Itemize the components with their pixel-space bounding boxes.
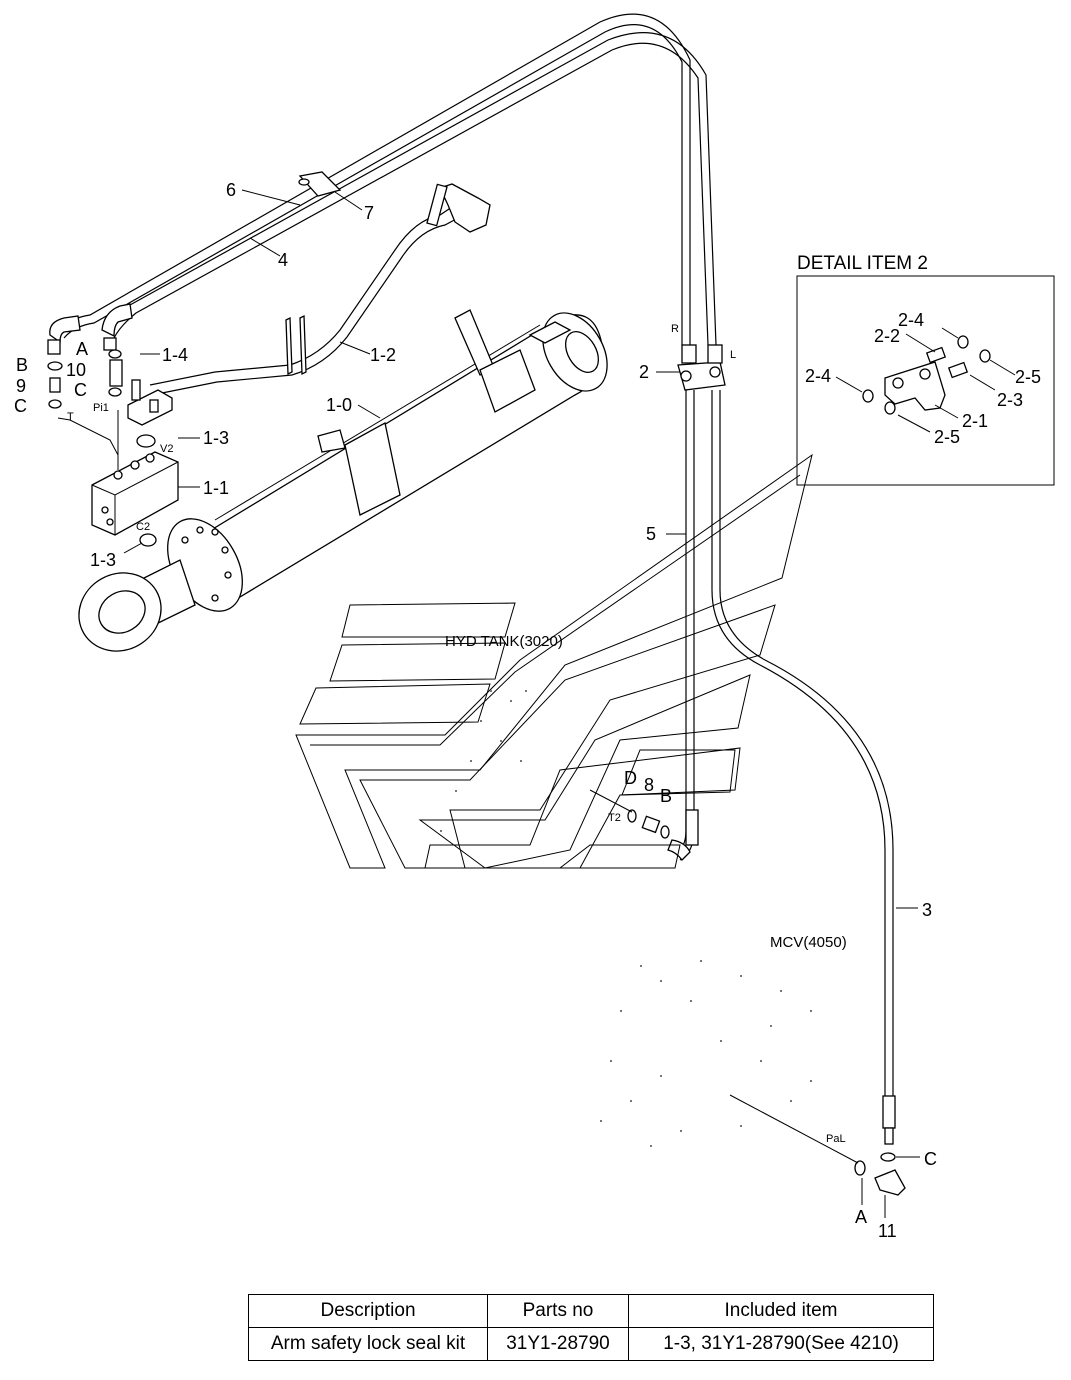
label-2-5-b: 2-5 [934,427,960,447]
hose-clamp-7 [298,171,342,197]
label-10: 10 [66,360,86,380]
header-included-item: Included item [628,1294,934,1328]
leader-lines [123,189,920,1218]
valve-block-1-1 [91,451,179,536]
mcv-outline [600,960,812,1147]
label-11: 11 [878,1221,897,1241]
bracket-2 [677,344,726,391]
label-1-3-a: 1-3 [203,428,229,448]
label-2-4-a: 2-4 [898,310,924,330]
label-4: 4 [278,250,288,270]
label-2-3: 2-3 [997,390,1023,410]
hose-bundle-upper [59,13,717,346]
header-description: Description [248,1294,488,1328]
label-l: L [730,349,736,361]
label-2-1: 2-1 [962,411,988,431]
label-pi1: Pi1 [93,402,109,414]
hyd-tank-outline [295,453,813,869]
table-row: Arm safety lock seal kit 31Y1-28790 1-3,… [248,1327,934,1361]
label-3: 3 [922,900,932,920]
hose-3-down [711,390,896,1145]
flange-block-1-4 [127,379,173,426]
fittings-d-8-b [627,809,691,861]
label-a-right: A [855,1207,867,1227]
cylinder-1-0 [78,309,608,652]
label-8: 8 [644,775,654,795]
label-1-1: 1-1 [203,478,229,498]
detail-box-title: DETAIL ITEM 2 [797,253,928,274]
label-1-4: 1-4 [162,345,188,365]
cell-description: Arm safety lock seal kit [248,1327,488,1361]
tee-fitting-11 [854,1152,906,1196]
label-t: T [67,411,74,423]
label-9: 9 [16,376,26,396]
label-1-0: 1-0 [326,395,352,415]
detail-item-2-box: DETAIL ITEM 2 [796,253,1055,486]
parts-table: Description Parts no Included item Arm s… [248,1294,934,1361]
label-2-2: 2-2 [874,326,900,346]
label-mcv: MCV(4050) [770,934,847,951]
label-2-4-b: 2-4 [805,366,831,386]
label-b-left: B [16,355,28,375]
tank-specks [440,690,527,832]
label-a-left: A [76,339,88,359]
cell-parts-no: 31Y1-28790 [487,1327,629,1361]
tube-1-2 [149,183,491,396]
label-5: 5 [646,524,656,544]
hose-5-down [675,390,699,861]
label-c-right: C [924,1149,937,1169]
label-b-mid: B [660,786,672,806]
label-6: 6 [226,180,236,200]
label-t2: T2 [608,812,621,824]
table-header-row: Description Parts no Included item [248,1294,934,1328]
part-labels: 6 7 4 1-2 1-0 B A 1-4 10 9 C C Pi1 T 1-3… [14,180,1041,1241]
label-c2: C2 [136,521,150,533]
hose-end-fittings-left [47,303,133,355]
label-c-left-1: C [74,380,87,400]
label-r: R [671,323,679,335]
label-7: 7 [364,203,374,223]
label-2-5-a: 2-5 [1015,367,1041,387]
label-1-3-b: 1-3 [90,550,116,570]
label-d: D [624,768,637,788]
label-c-left-2: C [14,396,27,416]
label-v2: V2 [160,443,173,455]
label-hyd-tank: HYD TANK(3020) [445,633,563,650]
header-parts-no: Parts no [487,1294,629,1328]
cell-included-item: 1-3, 31Y1-28790(See 4210) [628,1327,934,1361]
label-pal: PaL [826,1133,846,1145]
small-fittings-left [47,349,157,547]
label-1-2: 1-2 [370,345,396,365]
label-2: 2 [639,362,649,382]
